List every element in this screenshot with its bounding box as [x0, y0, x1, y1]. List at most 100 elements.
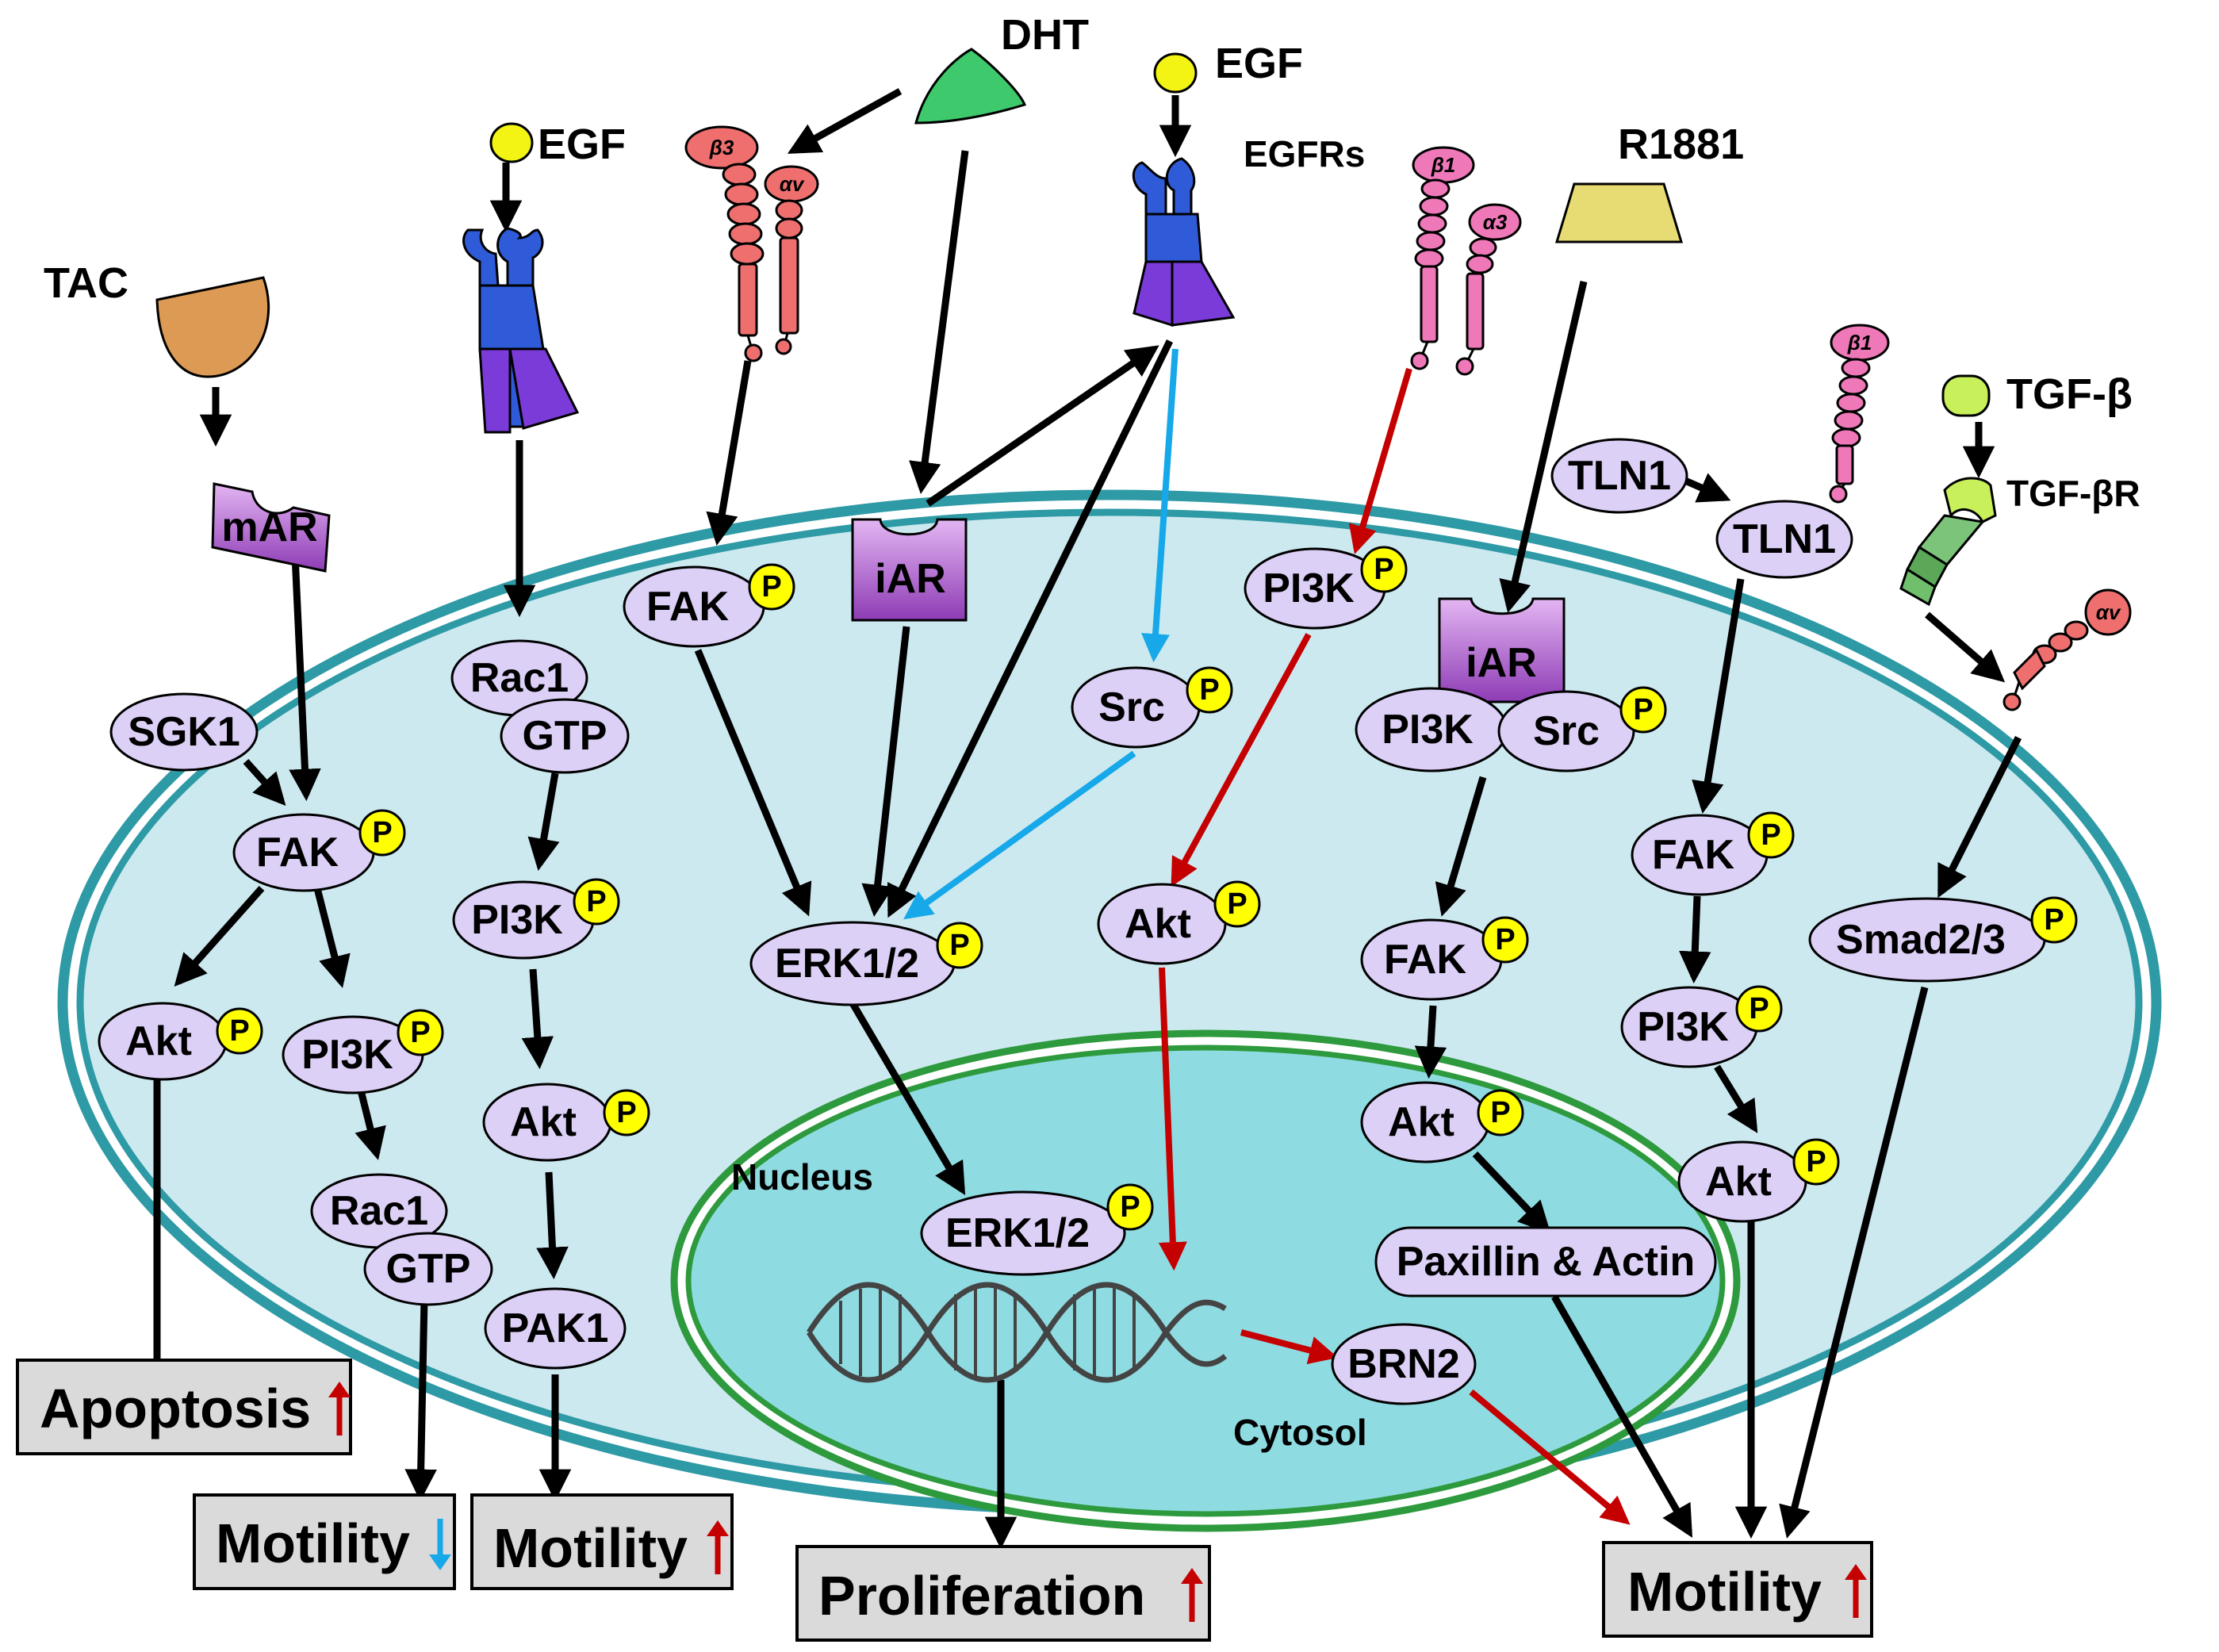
arrow-pi3k-akt-d [1171, 633, 1312, 887]
phospho-erk-nucleus [1106, 1183, 1154, 1231]
integrin-a3-label: α3 [1483, 210, 1508, 234]
arrow-mar-fak [289, 554, 321, 802]
dht-label: DHT [1001, 11, 1089, 59]
dht-ligand [914, 48, 1027, 125]
node-akt-a-label: Akt [125, 1018, 192, 1064]
node-erk-cytosol-label: ERK1/2 [775, 941, 919, 987]
node-pi3k-d-label: PI3K [1263, 565, 1355, 611]
outcome-motility-up-right: Motility [1602, 1541, 1873, 1638]
tac-label: TAC [44, 259, 128, 307]
node-sgk1-label: SGK1 [128, 709, 240, 755]
mar-label: mAR [221, 504, 317, 550]
arrow-sgk1-fak [243, 758, 286, 807]
arrow-gtp-pi3k [527, 772, 560, 871]
phospho-fak-a [358, 809, 406, 857]
r1881-ligand [1554, 182, 1684, 243]
integrin-av-right [2002, 588, 2132, 711]
up-arrow-icon [328, 1382, 351, 1435]
outcome-apoptosis: Apoptosis [16, 1359, 352, 1455]
tgfb-receptor [1899, 477, 1997, 607]
node-smad-label: Smad2/3 [1836, 917, 2006, 963]
dna-icon [807, 1282, 1228, 1383]
node-fak-f-label: FAK [1652, 832, 1734, 878]
node-akt-f-label: Akt [1705, 1159, 1772, 1205]
outcome-proliferation-label: Proliferation [818, 1565, 1145, 1627]
node-tln1-a-label: TLN1 [1568, 453, 1671, 499]
iar-complex-receptor [1438, 597, 1566, 703]
phospho-smad [2030, 896, 2078, 944]
iar-complex-label: iAR [1466, 640, 1537, 686]
arrow-pi3k-akt-f [1714, 1064, 1758, 1133]
phospho-fak-a-label: P [372, 816, 392, 849]
tgfbr-label: TGF-βR [2006, 473, 2140, 514]
phospho-erk-cytosol-label: P [949, 929, 969, 962]
arrow-pi3k-fak-e [1435, 776, 1487, 917]
integrin-a3 [1455, 203, 1522, 376]
node-tln1-b-label: TLN1 [1733, 516, 1836, 562]
outcome-proliferation: Proliferation [795, 1545, 1211, 1642]
node-akt-d-label: Akt [1125, 901, 1191, 947]
integrin-av-label: αv [780, 172, 805, 196]
arrow-iar-egfr [926, 345, 1159, 507]
phospho-akt-e-label: P [1490, 1096, 1510, 1129]
arrow-paxillin-motility [1551, 1294, 1693, 1539]
phospho-pi3k-d-label: P [1374, 553, 1393, 586]
integrin-av [764, 165, 819, 355]
arrow-brn2-motility [1469, 1389, 1631, 1525]
tgfb-label: TGF-β [2006, 370, 2133, 418]
iar-label: iAR [875, 556, 946, 602]
outcome-motility-up-left-label: Motility [493, 1517, 688, 1579]
node-sgk1 [109, 692, 259, 772]
node-src-e-label: Src [1533, 708, 1600, 754]
node-akt-e-label: Akt [1388, 1099, 1454, 1145]
phospho-akt-d [1213, 880, 1261, 928]
outcome-motility-up-left: Motility [470, 1493, 734, 1590]
egf-label-right: EGF [1215, 40, 1303, 87]
outcome-motility-down: Motility [193, 1493, 456, 1590]
arrow-tgfbr-integrin [1925, 611, 2006, 683]
node-erk-nucleus [920, 1190, 1126, 1276]
tac-ligand [155, 276, 270, 378]
node-rac1-b-label: Rac1 [470, 655, 569, 701]
node-gtp-b-label: GTP [523, 713, 607, 759]
mar-receptor [211, 482, 331, 573]
phospho-akt-f [1792, 1138, 1840, 1186]
phospho-akt-f-label: P [1806, 1145, 1826, 1179]
node-akt-b-label: Akt [510, 1099, 577, 1145]
node-erk-nucleus-label: ERK1/2 [945, 1210, 1090, 1256]
node-src-e [1497, 690, 1635, 772]
integrin-b3 [684, 125, 765, 362]
arrow-fak-akt-e [1414, 1005, 1447, 1079]
arrow-egfr-src [1141, 348, 1178, 663]
node-brn2-label: BRN2 [1347, 1341, 1460, 1387]
node-pak1-label: PAK1 [502, 1305, 609, 1351]
node-pi3k-a-label: PI3K [301, 1032, 393, 1078]
phospho-fak-f [1747, 811, 1795, 859]
up-arrow-icon [1845, 1564, 1867, 1618]
egf-ligand-left [489, 122, 534, 163]
up-arrow-icon [1181, 1568, 1203, 1622]
phospho-pi3k-f-label: P [1749, 992, 1769, 1025]
nucleus-label: Nucleus [731, 1156, 873, 1198]
phospho-akt-a [216, 1007, 263, 1055]
phospho-smad-label: P [2044, 903, 2064, 937]
arrow-smad-motility [1779, 986, 1929, 1539]
r1881-label: R1881 [1618, 121, 1744, 168]
tgfb-ligand [1941, 374, 1991, 417]
integrin-b1-left-label: β1 [1431, 153, 1456, 177]
arrow-integrin-pi3k [1348, 367, 1412, 554]
iar-receptor [851, 518, 968, 622]
arrows-red [1158, 367, 1631, 1525]
phospho-pi3k-f [1735, 985, 1783, 1033]
phospho-pi3k-a-label: P [410, 1016, 430, 1049]
arrow-pi3k-akt [521, 968, 554, 1070]
integrin-b1-right-label: β1 [1847, 331, 1872, 355]
node-fak-e-label: FAK [1384, 937, 1466, 983]
phospho-fak-e-label: P [1495, 923, 1515, 956]
arrow-akt-pak1 [536, 1171, 569, 1280]
arrow-pi3k-rac1 [355, 1089, 386, 1160]
phospho-pi3k-b [573, 878, 620, 926]
integrin-av-right-label: αv [2096, 600, 2121, 624]
outcome-motility-up-right-label: Motility [1627, 1561, 1822, 1623]
arrows-blue [903, 348, 1178, 920]
